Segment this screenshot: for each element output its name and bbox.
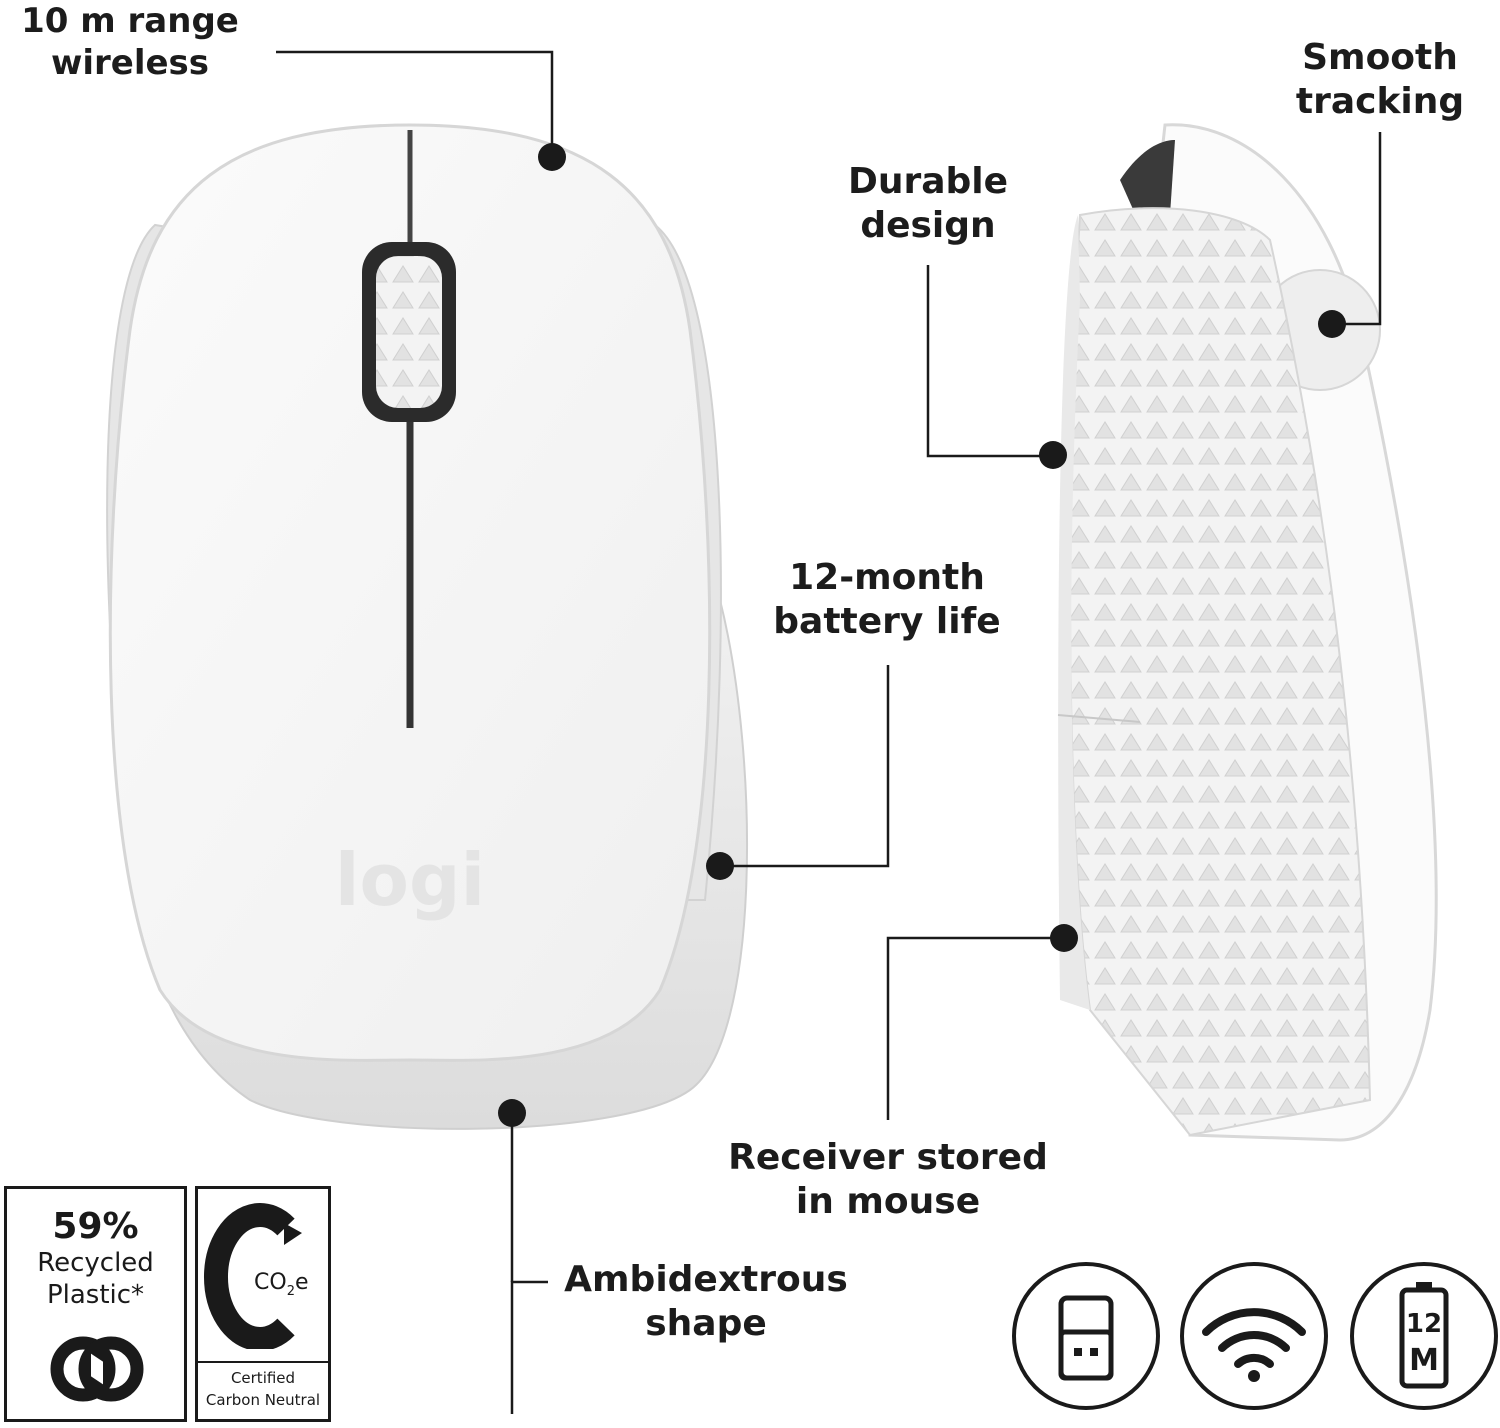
- co2-formula: CO: [254, 1270, 287, 1295]
- recycled-line1: Recycled: [37, 1248, 154, 1278]
- svg-text:CO2e: CO2e: [254, 1270, 309, 1299]
- battery-text-top: 12: [1406, 1309, 1442, 1339]
- mouse-top-view: logi: [106, 123, 748, 1130]
- battery-text-bottom: M: [1409, 1343, 1439, 1378]
- usb-receiver-icon: [1012, 1262, 1160, 1410]
- mouse-side-view: [1057, 123, 1438, 1142]
- battery-icon: 12 M: [1350, 1262, 1498, 1410]
- recycled-plastic-badge: 59% Recycled Plastic*: [4, 1186, 187, 1422]
- recycle-icon: [50, 1336, 144, 1402]
- carbon-neutral-badge: CO2e Certified Carbon Neutral: [195, 1186, 331, 1422]
- wifi-icon: [1180, 1262, 1328, 1410]
- callout-lines: [276, 50, 1382, 1414]
- carbon-c-icon: CO2e: [203, 1203, 309, 1349]
- co2-suffix: e: [295, 1270, 309, 1295]
- callout-dots: [498, 143, 1346, 1127]
- carbon-line2: Carbon Neutral: [205, 1391, 321, 1409]
- co2-subscript: 2: [287, 1284, 295, 1299]
- recycled-line2: Plastic*: [46, 1280, 145, 1310]
- brand-logo: logi: [335, 838, 485, 922]
- recycled-percent: 59%: [52, 1206, 139, 1247]
- carbon-line1: Certified: [230, 1369, 296, 1387]
